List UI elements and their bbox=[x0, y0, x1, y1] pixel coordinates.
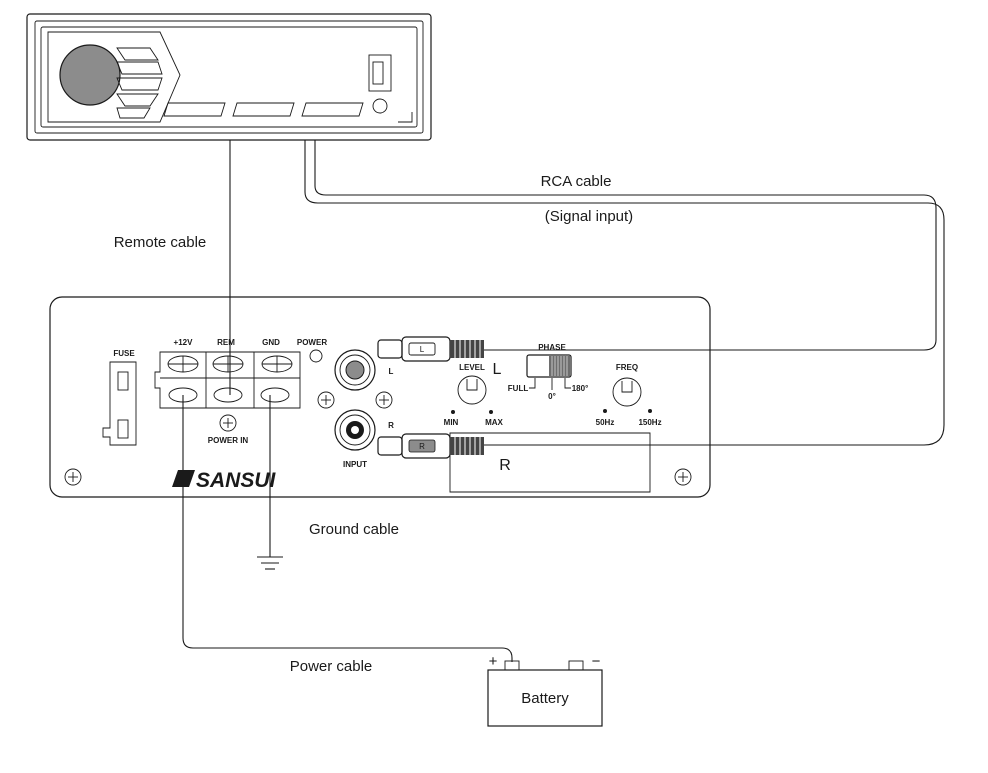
ground-symbol bbox=[257, 556, 283, 570]
terminal-gnd-label: GND bbox=[262, 338, 280, 347]
input-label: INPUT bbox=[343, 460, 367, 469]
channel-l-label: L bbox=[493, 361, 502, 378]
power-label: POWER bbox=[297, 338, 327, 347]
brand-name: SANSUI bbox=[196, 469, 277, 492]
phase-label: PHASE bbox=[538, 343, 566, 352]
power-cable-line bbox=[182, 395, 513, 662]
rca-plug-l bbox=[377, 336, 484, 362]
plug-l-label: L bbox=[420, 345, 425, 354]
ground-cable-label: Ground cable bbox=[309, 521, 399, 538]
rca-input-l bbox=[334, 349, 376, 391]
rca-cable-inner bbox=[314, 140, 937, 351]
usb-slot bbox=[368, 54, 392, 92]
signal-input-label: (Signal input) bbox=[545, 208, 633, 225]
power-in-screw-icon bbox=[219, 414, 237, 432]
input-l-label: L bbox=[389, 367, 394, 376]
terminal-rem-label: REM bbox=[217, 338, 235, 347]
fuse-holder bbox=[102, 361, 137, 446]
head-unit bbox=[26, 13, 432, 141]
freq-50-label: 50Hz bbox=[596, 418, 615, 427]
phase-switch bbox=[526, 354, 572, 378]
remote-cable-label: Remote cable bbox=[114, 234, 207, 251]
rca-plug-r bbox=[377, 433, 484, 459]
mount-screw-icon bbox=[317, 391, 393, 409]
preset-slot-3 bbox=[301, 102, 364, 117]
plug-r-label: R bbox=[419, 442, 425, 451]
rca-input-r bbox=[334, 409, 376, 451]
phase-0-label: 0° bbox=[548, 392, 556, 401]
battery-plus-label: + bbox=[489, 653, 498, 670]
terminal-block bbox=[154, 351, 301, 409]
preset-slot-1 bbox=[163, 102, 226, 117]
fuse-label: FUSE bbox=[113, 349, 135, 358]
aux-jack bbox=[372, 98, 388, 114]
rca-cable-label: RCA cable bbox=[541, 173, 612, 190]
channel-r-label: R bbox=[499, 457, 511, 474]
preset-slot-2 bbox=[232, 102, 295, 117]
power-cable-label: Power cable bbox=[290, 658, 373, 675]
volume-knob bbox=[59, 44, 121, 106]
corner-screw-icon bbox=[64, 468, 692, 486]
level-min-label: MIN bbox=[444, 418, 459, 427]
terminal-plus12v-label: +12V bbox=[174, 338, 194, 347]
freq-label: FREQ bbox=[616, 363, 638, 372]
battery-label: Battery bbox=[521, 690, 569, 707]
power-in-label: POWER IN bbox=[208, 436, 249, 445]
input-r-label: R bbox=[388, 421, 394, 430]
phase-180-label: 180° bbox=[572, 384, 589, 393]
rca-cable-outer bbox=[304, 140, 945, 446]
level-max-label: MAX bbox=[485, 418, 503, 427]
freq-knob bbox=[612, 377, 642, 407]
battery-minus-label: − bbox=[592, 653, 601, 670]
freq-150-label: 150Hz bbox=[638, 418, 661, 427]
level-knob bbox=[457, 375, 487, 405]
sansui-logo-icon bbox=[172, 470, 195, 487]
channel-r-box bbox=[449, 432, 651, 493]
battery bbox=[487, 660, 603, 727]
level-label: LEVEL bbox=[459, 363, 485, 372]
amplifier-panel: FUSE +12V REM GND POWER IN POWER bbox=[49, 296, 711, 498]
phase-full-label: FULL bbox=[508, 384, 529, 393]
power-led-icon bbox=[309, 349, 323, 363]
